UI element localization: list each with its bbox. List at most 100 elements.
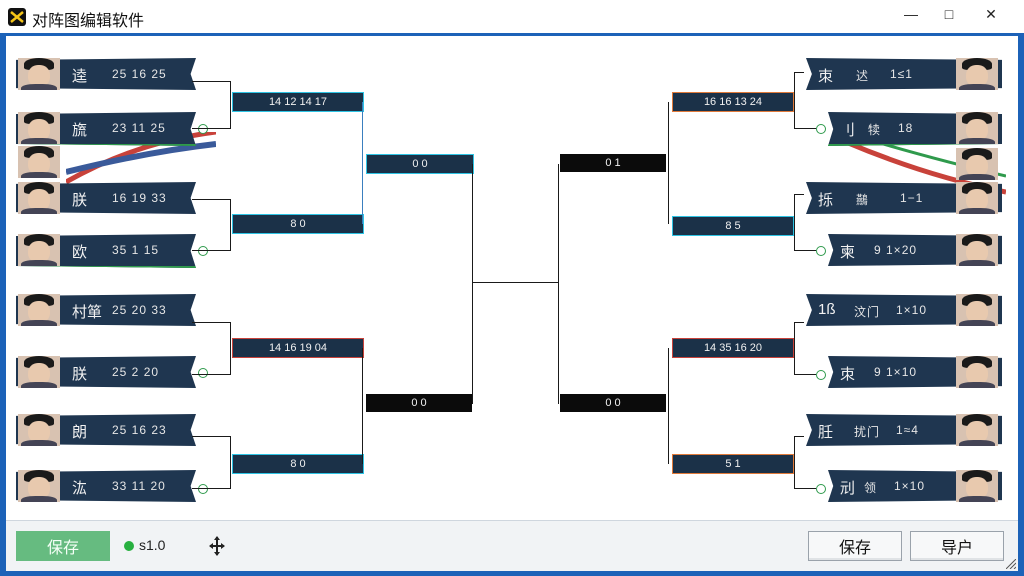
player-name: 汯 bbox=[72, 480, 88, 497]
bracket-line bbox=[794, 128, 816, 129]
save-button[interactable]: 保存 bbox=[808, 531, 902, 561]
match-box-right-3[interactable]: 14 35 16 20 bbox=[672, 338, 794, 358]
player-avatar bbox=[18, 470, 60, 502]
player-avatar bbox=[18, 146, 60, 178]
close-button[interactable]: ✕ bbox=[985, 5, 997, 22]
bracket-line bbox=[192, 436, 230, 437]
right-player-4[interactable]: 柬 9 1×20 bbox=[822, 232, 1006, 268]
bracket-line bbox=[794, 194, 804, 195]
player-avatar bbox=[18, 294, 60, 326]
bracket-line bbox=[668, 348, 669, 464]
left-player-2[interactable]: 旒 23 11 25 bbox=[16, 110, 202, 146]
bracket-line bbox=[192, 374, 230, 375]
minimize-button[interactable]: — bbox=[904, 6, 918, 22]
bracket-line bbox=[794, 250, 816, 251]
match-box-left-semi-2[interactable]: 0 0 bbox=[366, 394, 472, 412]
match-box-right-semi-1[interactable]: 0 1 bbox=[560, 154, 666, 172]
match-box-left-semi-1[interactable]: 0 0 bbox=[366, 154, 474, 174]
left-player-extra[interactable] bbox=[16, 144, 64, 180]
bracket-line bbox=[192, 322, 230, 323]
player-name: 柬 bbox=[840, 244, 856, 261]
bracket-line bbox=[794, 374, 816, 375]
right-player-extra[interactable] bbox=[956, 146, 1006, 182]
maximize-button[interactable]: □ bbox=[944, 6, 954, 22]
player-avatar bbox=[18, 112, 60, 144]
match-box-right-semi-2[interactable]: 0 0 bbox=[560, 394, 666, 412]
player-scores: 16 19 33 bbox=[112, 191, 167, 205]
player-extra: 迖 bbox=[856, 69, 870, 83]
bracket-line bbox=[192, 199, 230, 200]
bracket-line bbox=[794, 322, 804, 323]
match-box-right-1[interactable]: 16 16 13 24 bbox=[672, 92, 794, 112]
move-icon[interactable] bbox=[206, 535, 228, 557]
player-scores: 25 2 20 bbox=[112, 365, 160, 379]
player-name: 㧰 bbox=[818, 192, 834, 209]
connector-dot[interactable] bbox=[198, 246, 208, 256]
connector-dot[interactable] bbox=[816, 124, 826, 134]
export-button[interactable]: 导户 bbox=[910, 531, 1004, 561]
save-quick-button[interactable]: 保存 bbox=[16, 531, 110, 561]
left-player-1[interactable]: 逵 25 16 25 bbox=[16, 56, 202, 92]
right-player-2[interactable]: 刂 犊 18 bbox=[822, 110, 1006, 146]
player-name: 䏕 bbox=[818, 424, 834, 441]
final-line bbox=[472, 282, 558, 283]
connector-dot[interactable] bbox=[198, 124, 208, 134]
match-box-left-4[interactable]: 8 0 bbox=[232, 454, 364, 474]
player-scores: 25 16 25 bbox=[112, 67, 167, 81]
player-name: 朗 bbox=[72, 424, 88, 441]
player-scores: 1×10 bbox=[896, 303, 928, 317]
player-avatar bbox=[18, 414, 60, 446]
bracket-line bbox=[794, 72, 795, 128]
match-box-left-1[interactable]: 14 12 14 17 bbox=[232, 92, 364, 112]
bracket-line bbox=[230, 199, 231, 251]
player-avatar bbox=[956, 356, 998, 388]
match-box-left-2[interactable]: 8 0 bbox=[232, 214, 364, 234]
player-extra: 扰门 bbox=[854, 425, 881, 439]
connector-dot[interactable] bbox=[198, 368, 208, 378]
decorative-swoosh-left bbox=[66, 132, 216, 185]
bracket-line bbox=[558, 164, 559, 404]
player-avatar bbox=[956, 182, 998, 214]
right-player-3[interactable]: 㧰 䴏 1−1 bbox=[800, 180, 1006, 216]
left-player-7[interactable]: 朗 25 16 23 bbox=[16, 412, 202, 448]
bracket-line bbox=[230, 81, 231, 129]
bracket-line bbox=[192, 250, 230, 251]
player-name: 刂 bbox=[840, 122, 856, 139]
right-player-5[interactable]: 1ß 汶门 1×10 bbox=[800, 292, 1006, 328]
player-extra: 汶门 bbox=[854, 305, 881, 319]
player-name: 欧 bbox=[72, 244, 88, 261]
player-avatar bbox=[956, 58, 998, 90]
left-player-6[interactable]: 朕 25 2 20 bbox=[16, 354, 202, 390]
player-avatar bbox=[956, 148, 998, 180]
match-box-right-2[interactable]: 8 5 bbox=[672, 216, 794, 236]
player-scores: 1×10 bbox=[894, 479, 926, 493]
connector-dot[interactable] bbox=[198, 484, 208, 494]
bracket-line bbox=[230, 322, 231, 375]
right-player-6[interactable]: 朿 9 1×10 bbox=[822, 354, 1006, 390]
player-avatar bbox=[18, 234, 60, 266]
right-player-8[interactable]: 刓 领 1×10 bbox=[822, 468, 1006, 504]
left-player-3[interactable]: 朕 16 19 33 bbox=[16, 180, 202, 216]
right-player-1[interactable]: 朿 迖 1≤1 bbox=[800, 56, 1006, 92]
left-player-8[interactable]: 汯 33 11 20 bbox=[16, 468, 202, 504]
bracket-line bbox=[794, 322, 795, 374]
left-player-5[interactable]: 村箪 25 20 33 bbox=[16, 292, 202, 328]
right-player-7[interactable]: 䏕 扰门 1≈4 bbox=[800, 412, 1006, 448]
player-avatar bbox=[956, 294, 998, 326]
player-name: 朕 bbox=[72, 192, 88, 209]
match-box-right-4[interactable]: 5 1 bbox=[672, 454, 794, 474]
connector-dot[interactable] bbox=[816, 484, 826, 494]
player-avatar bbox=[18, 356, 60, 388]
player-scores: 1≈4 bbox=[896, 423, 919, 437]
player-avatar bbox=[18, 182, 60, 214]
match-box-left-3[interactable]: 14 16 19 04 bbox=[232, 338, 364, 358]
player-name: 朿 bbox=[818, 68, 834, 85]
bracket-line bbox=[794, 436, 804, 437]
resize-grip-icon[interactable] bbox=[1006, 559, 1016, 569]
connector-dot[interactable] bbox=[816, 246, 826, 256]
player-scores: 9 1×20 bbox=[874, 243, 918, 257]
player-scores: 25 16 23 bbox=[112, 423, 167, 437]
left-player-4[interactable]: 欧 35 1 15 bbox=[16, 232, 202, 268]
player-avatar bbox=[18, 58, 60, 90]
connector-dot[interactable] bbox=[816, 370, 826, 380]
